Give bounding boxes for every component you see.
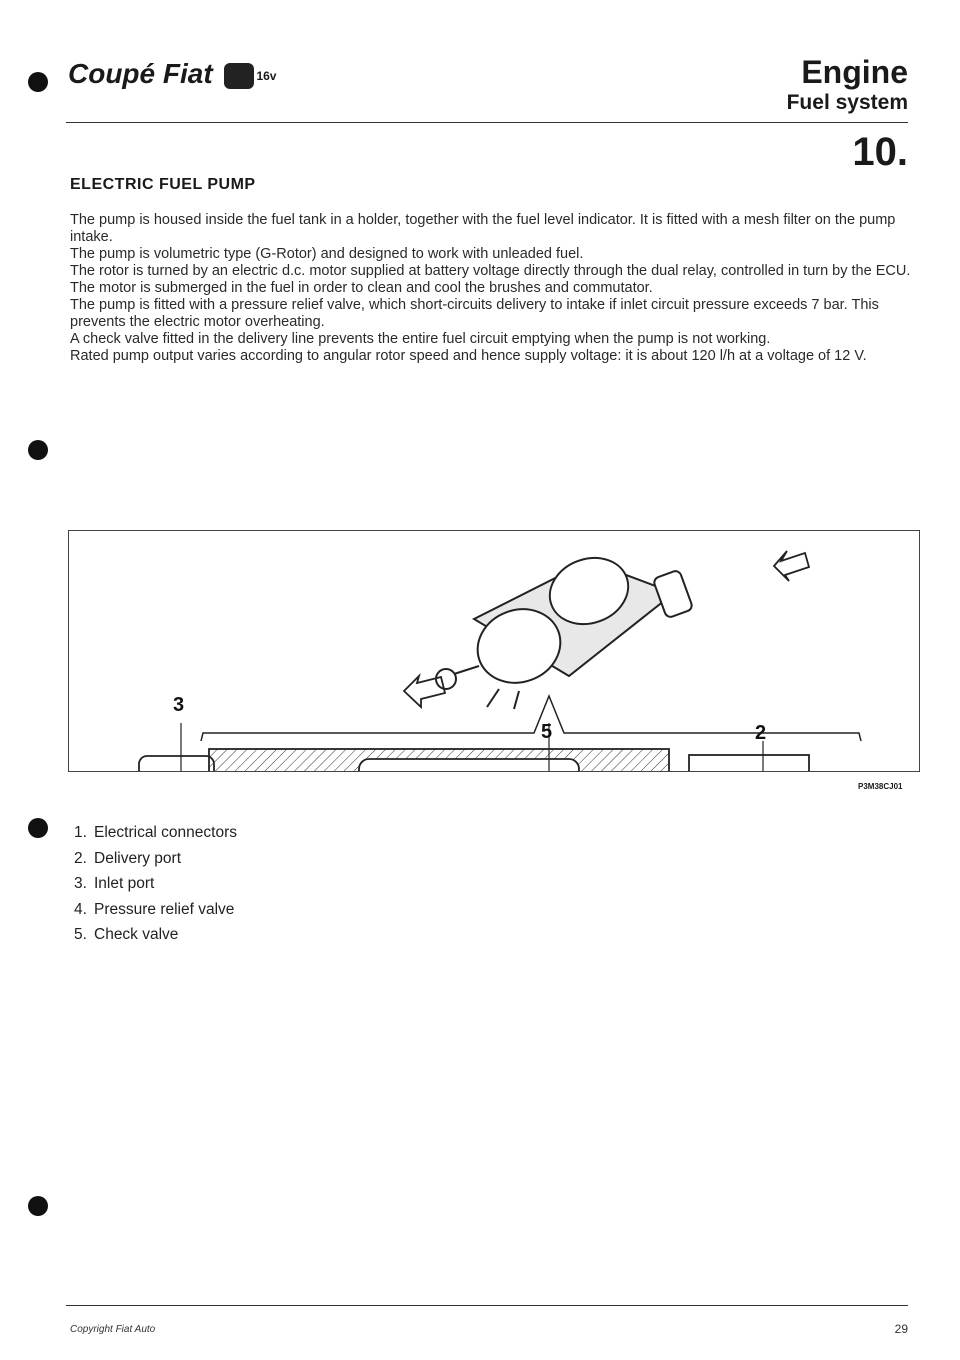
section-title: Engine — [801, 54, 908, 90]
header-model: Coupé Fiat 16v — [68, 58, 276, 90]
callout-2: 2 — [755, 722, 766, 744]
callout-3: 3 — [173, 694, 184, 716]
page-number: 29 — [894, 1322, 908, 1336]
outlet-arrow-icon — [402, 672, 447, 710]
fuel-pump-figure: 3 5 2 — [68, 530, 920, 772]
legend-item: 4. Pressure relief valve — [74, 897, 237, 923]
legend-number: 1. — [74, 824, 87, 841]
legend-text: Electrical connectors — [94, 824, 238, 841]
legend-number: 2. — [74, 849, 87, 867]
legend-item: 2. Delivery port — [74, 846, 237, 872]
legend-text: Delivery port — [94, 849, 181, 867]
legend-item: 1. Electrical connectors — [74, 820, 237, 846]
paragraph: The motor is submerged in the fuel in or… — [70, 280, 653, 296]
binder-hole — [28, 818, 48, 838]
paragraph: The rotor is turned by an electric d.c. … — [70, 263, 911, 279]
legend-number: 3. — [74, 875, 87, 893]
fuel-pump-diagram: 3 5 2 — [138, 550, 862, 771]
legend-number: 5. — [74, 926, 87, 944]
pump-perspective-view — [435, 556, 693, 710]
figure-code: P3M38CJ01 — [858, 782, 903, 791]
paragraph: A check valve fitted in the delivery lin… — [70, 331, 771, 347]
pump-cross-section — [138, 748, 810, 771]
paragraph: The pump is housed inside the fuel tank … — [70, 212, 896, 245]
engine-logo-icon — [224, 62, 255, 89]
section-number: 10. — [852, 130, 908, 174]
subsection-title: Fuel system — [786, 91, 908, 114]
legend-item: 3. Inlet port — [74, 871, 237, 897]
engine-badge: 16v — [256, 68, 277, 83]
model-name: Coupé Fiat — [68, 58, 213, 89]
binder-hole — [28, 72, 48, 92]
legend-number: 4. — [74, 900, 87, 918]
paragraph: The pump is fitted with a pressure relie… — [70, 297, 879, 330]
legend-text: Pressure relief valve — [94, 900, 235, 918]
inlet-arrow-icon — [772, 550, 811, 582]
copyright: Copyright Fiat Auto — [70, 1324, 156, 1335]
binder-hole — [28, 1196, 48, 1216]
callout-5: 5 — [541, 721, 552, 743]
binder-hole — [28, 440, 48, 460]
legend-text: Inlet port — [94, 875, 155, 893]
header-section: Engine Fuel system — [787, 54, 908, 116]
paragraph: Rated pump output varies according to an… — [70, 348, 867, 364]
legend-text: Check valve — [94, 926, 179, 944]
header-rule — [66, 122, 908, 123]
legend-item: 5. Check valve — [74, 922, 237, 948]
body-text: The pump is housed inside the fuel tank … — [70, 212, 920, 365]
paragraph: The pump is volumetric type (G-Rotor) an… — [70, 246, 584, 262]
page-heading: ELECTRIC FUEL PUMP — [70, 176, 256, 193]
footer-rule — [66, 1305, 908, 1306]
figure-legend: 1. Electrical connectors 2. Delivery por… — [74, 820, 237, 948]
